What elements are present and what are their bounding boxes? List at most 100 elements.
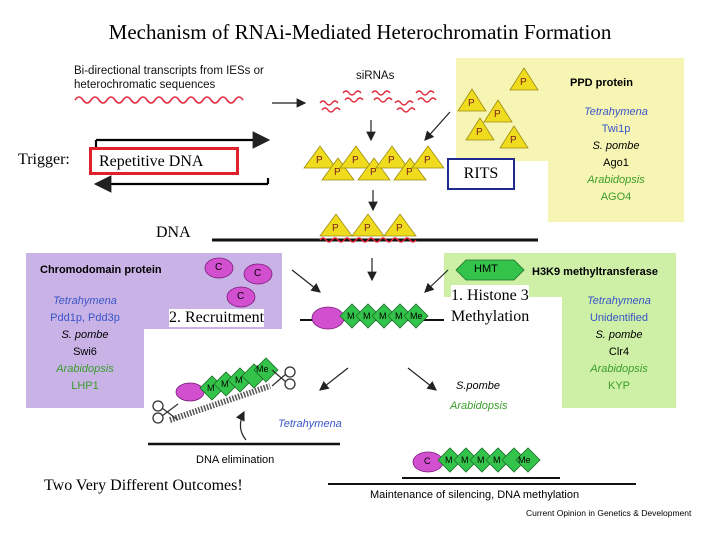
outcomes-label: Two Very Different Outcomes! <box>44 477 243 494</box>
ppd-row-4: Arabidopsis <box>587 174 645 186</box>
chromo-list: Tetrahymena Pdd1p, Pdd3p S. pombe Swi6 A… <box>26 293 144 395</box>
scissors-icon-left <box>152 400 179 424</box>
chromo-circles <box>204 257 273 308</box>
me-glyph: Me <box>518 455 531 465</box>
hmt-row-3: Clr4 <box>608 346 630 358</box>
arrow-chromo-to-nucleosomes <box>291 269 321 293</box>
rits-triangles <box>303 145 445 181</box>
excised-dna <box>169 383 271 423</box>
page-title: Mechanism of RNAi-Mediated Heterochromat… <box>108 20 612 44</box>
c-glyph: C <box>215 262 223 273</box>
hmt-row-1: Unidentified <box>589 312 649 324</box>
hmt-row-2: S. pombe <box>595 329 643 341</box>
histone-label-line-1: 1. Histone 3 <box>451 287 529 304</box>
hmt-row-4: Arabidopsis <box>590 363 648 375</box>
trigger-box: Repetitive DNA <box>89 147 239 175</box>
tetrahymena-circles <box>175 382 205 402</box>
p-glyph: P <box>334 167 341 178</box>
rits-label: RITS <box>463 165 499 182</box>
me-glyph: M <box>235 375 243 385</box>
arrow-to-spombe <box>407 367 437 391</box>
chromodomain-box-lower <box>26 328 144 408</box>
transcript-wave <box>74 96 244 104</box>
scissors-icon-right <box>271 366 296 390</box>
me-glyph: M <box>395 311 403 321</box>
maintenance-label: Maintenance of silencing, DNA methylatio… <box>370 489 580 501</box>
tetrahymena-label: Tetrahymena <box>278 418 342 430</box>
p-glyph: P <box>316 155 323 166</box>
source-label: Current Opinion in Genetics & Developmen… <box>526 508 692 518</box>
arrow-to-tetrahymena <box>319 367 349 391</box>
p-glyph: P <box>424 155 431 166</box>
me-glyph: Me <box>410 311 423 321</box>
spombe-label: S.pombe <box>456 380 501 392</box>
hmt-badge: HMT <box>474 263 498 275</box>
histone-label-line-2: Methylation <box>451 308 530 325</box>
p-glyph: P <box>494 109 501 120</box>
histone-label: 1. Histone 3 Methylation <box>451 285 530 327</box>
spombe-me-diamonds <box>437 447 541 473</box>
me-glyph: Me <box>256 364 269 374</box>
ppd-title: PPD protein <box>570 77 633 89</box>
p-glyph: P <box>476 127 483 138</box>
me-glyph: M <box>379 311 387 321</box>
p-glyph: P <box>370 167 377 178</box>
ppd-row-2: S. pombe <box>592 140 640 152</box>
me-glyph: M <box>445 455 453 465</box>
transcripts-label: Bi-directional transcripts from IESs or … <box>74 64 264 92</box>
chromo-row-4: Arabidopsis <box>56 363 114 375</box>
middle-me-diamonds <box>339 303 429 329</box>
dna-bound-triangles <box>319 213 417 237</box>
me-glyph: M <box>347 311 355 321</box>
sirnas-label: siRNAs <box>356 70 395 82</box>
me-glyph: M <box>207 383 215 393</box>
hmt-row-0: Tetrahymena <box>587 295 651 307</box>
c-glyph: C <box>254 268 262 279</box>
sirna-squiggles <box>319 90 437 113</box>
c-glyph: C <box>424 456 431 466</box>
p-glyph: P <box>364 223 371 234</box>
chromo-row-1: Pdd1p, Pdd3p <box>50 312 120 324</box>
chromo-row-0: Tetrahymena <box>53 295 117 307</box>
chromo-row-5: LHP1 <box>71 380 99 392</box>
transcripts-label-line-2: heterochromatic sequences <box>74 79 216 91</box>
tetrahymena-me-diamonds <box>199 357 279 401</box>
me-glyph: M <box>461 455 469 465</box>
trigger-label: Trigger: <box>18 151 70 168</box>
chromo-row-2: S. pombe <box>61 329 109 341</box>
dna-bound-rna <box>319 237 417 243</box>
transcripts-label-line-1: Bi-directional transcripts from IESs or <box>74 65 264 77</box>
hmt-title: H3K9 methyltransferase <box>532 266 658 278</box>
ppd-row-3: Ago1 <box>603 157 629 169</box>
rits-box: RITS <box>447 158 515 190</box>
p-glyph: P <box>352 155 359 166</box>
dna-label: DNA <box>156 224 191 241</box>
p-glyph: P <box>510 135 517 146</box>
hmt-list: Tetrahymena Unidentified S. pombe Clr4 A… <box>562 293 676 395</box>
ppd-box-triangles <box>457 67 539 149</box>
hmt-box-lower <box>562 296 676 408</box>
arrow-ppd-to-rits <box>424 111 451 141</box>
chromo-row-3: Swi6 <box>73 346 97 358</box>
ppd-list: Tetrahymena Twi1p S. pombe Ago1 Arabidop… <box>548 104 684 206</box>
me-glyph: M <box>493 455 501 465</box>
ppd-row-5: AGO4 <box>600 191 632 203</box>
dna-elimination-label: DNA elimination <box>196 454 275 466</box>
hmt-row-5: KYP <box>607 380 630 392</box>
p-glyph: P <box>388 155 395 166</box>
ppd-row-1: Twi1p <box>601 123 631 135</box>
p-glyph: P <box>396 223 403 234</box>
me-glyph: M <box>363 311 371 321</box>
me-glyph: M <box>477 455 485 465</box>
p-glyph: P <box>406 167 413 178</box>
p-glyph: P <box>332 223 339 234</box>
arrow-to-elimination <box>235 410 247 441</box>
ppd-row-0: Tetrahymena <box>584 106 648 118</box>
p-glyph: P <box>520 77 527 88</box>
middle-chromo-circle <box>311 306 345 330</box>
me-glyph: M <box>221 379 229 389</box>
p-glyph: P <box>468 98 475 109</box>
recruitment-label: 2. Recruitment <box>169 309 265 327</box>
chromo-title: Chromodomain protein <box>40 264 162 276</box>
